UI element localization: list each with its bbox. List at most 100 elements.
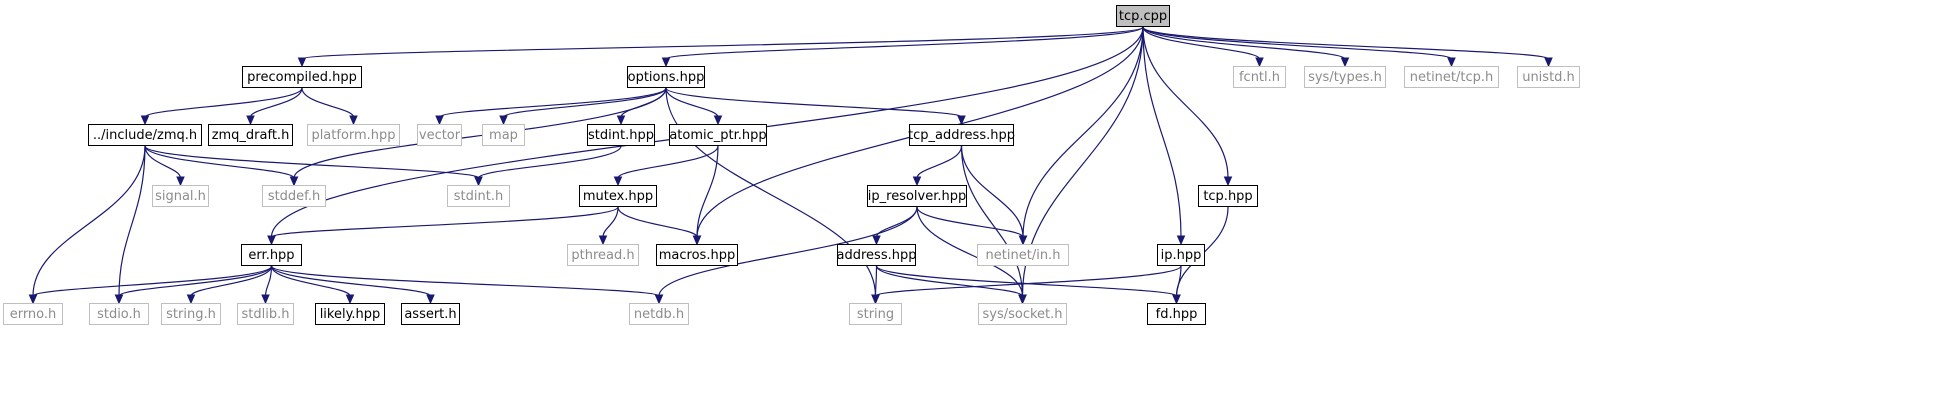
- node-iphpp[interactable]: ip.hpp: [1157, 244, 1205, 266]
- node-macros[interactable]: macros.hpp: [656, 244, 738, 266]
- edge-stdinthpp-to-stdinth: [477, 145, 622, 179]
- edge-zmq-to-stdio: [118, 145, 146, 297]
- node-syssocket: sys/socket.h: [978, 303, 1067, 325]
- arrowhead-err-to-likely: [345, 294, 355, 305]
- node-atomicptr[interactable]: atomic_ptr.hpp: [669, 124, 767, 146]
- edge-options-to-atomicptr: [665, 87, 719, 118]
- arrowhead-tcp_cpp-to-iphpp: [1176, 235, 1186, 246]
- node-fd[interactable]: fd.hpp: [1147, 303, 1206, 325]
- edge-mutex-to-pthread: [602, 206, 619, 238]
- arrowhead-options-to-stdinthpp: [616, 115, 626, 126]
- arrowhead-zmq-to-signal: [176, 176, 185, 187]
- arrowhead-err-to-stdlib: [261, 294, 270, 305]
- edge-iphpp-to-fd: [1175, 265, 1182, 297]
- edge-address-to-syssocket: [875, 265, 1024, 297]
- edge-zmq-to-stddef: [144, 145, 295, 179]
- edge-options-to-map: [502, 87, 667, 118]
- arrowhead-mutex-to-macros: [692, 235, 702, 246]
- arrowhead-err-to-string_h: [186, 294, 196, 305]
- arrowhead-tcpaddress-to-ipresolver: [912, 176, 922, 187]
- edge-err-to-assert: [270, 265, 432, 297]
- arrowhead-address-to-syssocket: [1018, 294, 1027, 305]
- arrowhead-tcp_cpp-to-netinettcp: [1447, 57, 1456, 68]
- node-stdio: stdio.h: [89, 303, 149, 325]
- arrowhead-err-to-stdio: [114, 294, 124, 305]
- node-fcntl: fcntl.h: [1233, 66, 1286, 88]
- node-options[interactable]: options.hpp: [627, 66, 705, 88]
- node-address[interactable]: address.hpp: [837, 244, 916, 266]
- node-precompiled[interactable]: precompiled.hpp: [242, 66, 362, 88]
- node-netdb: netdb.h: [629, 303, 689, 325]
- arrowhead-stdinthpp-to-stdinth: [474, 176, 483, 187]
- node-tcphpp[interactable]: tcp.hpp: [1198, 185, 1258, 207]
- node-vector: vector: [417, 124, 462, 146]
- edge-err-to-stdio: [118, 265, 273, 297]
- node-stdinthpp[interactable]: stdint.hpp: [587, 124, 655, 146]
- arrowhead-err-to-errno: [28, 294, 38, 305]
- node-map: map: [482, 124, 525, 146]
- edge-iphpp-to-string: [874, 265, 1182, 297]
- arrowhead-iphpp-to-string: [871, 294, 880, 305]
- edge-tcp_cpp-to-unistd: [1142, 26, 1550, 60]
- node-unistd: unistd.h: [1517, 66, 1580, 88]
- arrowhead-ipresolver-to-netinetin: [1018, 235, 1028, 246]
- node-assert[interactable]: assert.h: [401, 303, 460, 325]
- edge-tcpaddress-to-ipresolver: [916, 145, 963, 179]
- edge-options-to-stdinthpp: [620, 87, 667, 118]
- node-systypes: sys/types.h: [1304, 66, 1386, 88]
- edge-ipresolver-to-netinetin: [916, 206, 1024, 238]
- edge-tcp_cpp-to-precompiled: [301, 26, 1144, 60]
- edge-err-to-errno: [32, 265, 273, 297]
- arrowhead-ipresolver-to-address: [872, 235, 881, 246]
- edge-zmq-to-signal: [144, 145, 182, 179]
- node-likely[interactable]: likely.hpp: [315, 303, 385, 325]
- edge-address-to-fd: [875, 265, 1178, 297]
- arrowhead-options-to-atomicptr: [713, 115, 723, 126]
- edge-tcp_cpp-to-systypes: [1142, 26, 1346, 60]
- node-signal: signal.h: [152, 185, 209, 207]
- arrowhead-tcp_cpp-to-tcphpp: [1223, 176, 1233, 187]
- arrowhead-precompiled-to-zmq: [140, 115, 150, 126]
- arrowhead-tcp_cpp-to-fcntl: [1255, 57, 1264, 68]
- edge-ipresolver-to-netdb: [658, 206, 918, 297]
- edge-precompiled-to-zmq: [144, 87, 303, 118]
- node-stddef: stddef.h: [262, 185, 326, 207]
- node-err[interactable]: err.hpp: [241, 244, 302, 266]
- edge-tcp_cpp-to-netinettcp: [1142, 26, 1453, 60]
- arrowhead-mutex-to-err: [267, 235, 276, 246]
- node-mutex[interactable]: mutex.hpp: [579, 185, 657, 207]
- edge-tcpaddress-to-netinetin: [960, 145, 1024, 238]
- node-netinetin: netinet/in.h: [977, 244, 1069, 266]
- edge-options-to-tcpaddress: [665, 87, 963, 118]
- edge-atomicptr-to-macros: [696, 145, 719, 238]
- edge-err-to-string_h: [190, 265, 273, 297]
- edge-mutex-to-err: [270, 206, 619, 238]
- node-netinettcp: netinet/tcp.h: [1404, 66, 1499, 88]
- node-tcpaddress[interactable]: tcp_address.hpp: [908, 124, 1015, 146]
- edge-mutex-to-macros: [617, 206, 698, 238]
- arrowhead-tcp_cpp-to-options: [661, 57, 671, 68]
- node-ipresolver[interactable]: ip_resolver.hpp: [867, 185, 967, 207]
- node-zmq[interactable]: ../include/zmq.h: [88, 124, 202, 146]
- node-errno: errno.h: [3, 303, 63, 325]
- edge-tcpaddress-to-syssocket: [960, 145, 1024, 297]
- node-zmqdraft[interactable]: zmq_draft.h: [208, 124, 293, 146]
- arrowhead-err-to-assert: [426, 294, 435, 305]
- edge-err-to-likely: [270, 265, 351, 297]
- arrowhead-options-to-tcpaddress: [957, 115, 966, 126]
- arrowhead-precompiled-to-zmqdraft: [246, 115, 255, 126]
- edge-precompiled-to-zmqdraft: [249, 87, 303, 118]
- edge-tcp_cpp-to-tcphpp: [1142, 26, 1229, 179]
- edge-tcp_cpp-to-options: [665, 26, 1144, 60]
- node-stdlib: stdlib.h: [237, 303, 294, 325]
- node-stdinth: stdint.h: [447, 185, 510, 207]
- node-platform: platform.hpp: [307, 124, 400, 146]
- edge-tcp_cpp-to-fcntl: [1142, 26, 1261, 60]
- edge-tcp_cpp-to-netinetin: [1022, 26, 1144, 238]
- arrowhead-mutex-to-pthread: [598, 235, 608, 246]
- arrowhead-options-to-vector: [435, 115, 444, 126]
- edge-err-to-stdlib: [264, 265, 273, 297]
- arrowhead-atomicptr-to-mutex: [613, 176, 623, 187]
